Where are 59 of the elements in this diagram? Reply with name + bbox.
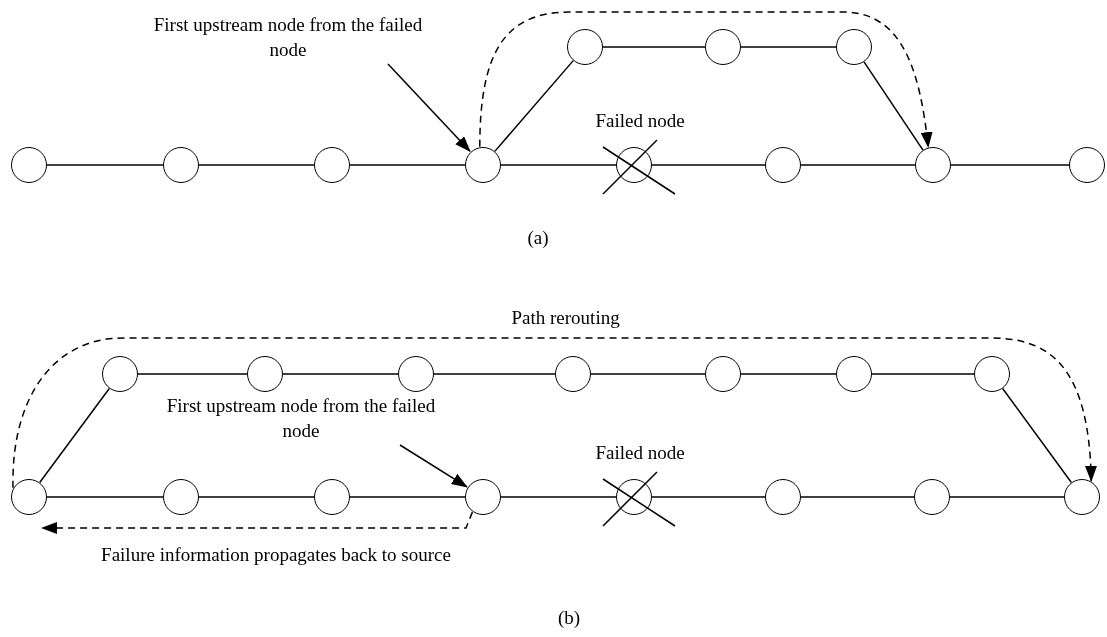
link-line bbox=[590, 373, 706, 375]
node-circle bbox=[465, 147, 501, 183]
link-line bbox=[651, 496, 766, 498]
node-circle bbox=[836, 356, 872, 392]
dashed-arrow bbox=[41, 511, 474, 534]
node-circle bbox=[163, 147, 199, 183]
node-circle bbox=[915, 147, 951, 183]
node-circle bbox=[914, 479, 950, 515]
link-line bbox=[282, 373, 399, 375]
node-circle bbox=[102, 356, 138, 392]
node-circle bbox=[836, 29, 872, 65]
node-circle bbox=[465, 479, 501, 515]
node-circle bbox=[11, 147, 47, 183]
link-line bbox=[602, 46, 706, 48]
link-line bbox=[46, 164, 164, 166]
link-line bbox=[349, 164, 466, 166]
link-line bbox=[949, 496, 1065, 498]
node-caption: Failed node bbox=[595, 110, 685, 132]
link-line bbox=[740, 373, 837, 375]
link-line bbox=[137, 373, 248, 375]
link-line bbox=[863, 61, 924, 151]
node-circle bbox=[314, 479, 350, 515]
dashed-arrow bbox=[12, 337, 1097, 489]
link-line bbox=[500, 496, 617, 498]
link-line bbox=[198, 164, 315, 166]
link-line bbox=[651, 164, 766, 166]
link-line bbox=[800, 496, 915, 498]
node-circle bbox=[974, 356, 1010, 392]
dashed-arrow bbox=[479, 11, 933, 149]
link-line bbox=[46, 496, 164, 498]
link-line bbox=[433, 373, 556, 375]
node-circle bbox=[314, 147, 350, 183]
link-line bbox=[500, 164, 617, 166]
node-circle bbox=[1064, 479, 1100, 515]
link-line bbox=[494, 59, 574, 153]
link-line bbox=[871, 373, 975, 375]
node-circle bbox=[765, 479, 801, 515]
node-circle bbox=[765, 147, 801, 183]
link-line bbox=[950, 164, 1070, 166]
node-circle bbox=[163, 479, 199, 515]
node-circle bbox=[398, 356, 434, 392]
node-circle bbox=[247, 356, 283, 392]
node-circle bbox=[1069, 147, 1105, 183]
node-circle bbox=[567, 29, 603, 65]
link-line bbox=[198, 496, 315, 498]
node-caption: Failed node bbox=[595, 442, 685, 464]
link-line bbox=[349, 496, 466, 498]
leader-arrow bbox=[387, 63, 471, 152]
link-line bbox=[1001, 387, 1073, 484]
node-circle bbox=[705, 356, 741, 392]
node-circle bbox=[705, 29, 741, 65]
leader-arrow bbox=[399, 444, 468, 488]
annotation-text: First upstream node from the failed node bbox=[148, 12, 428, 62]
link-line bbox=[800, 164, 916, 166]
node-circle bbox=[11, 479, 47, 515]
node-circle bbox=[555, 356, 591, 392]
annotation-text: First upstream node from the failed node bbox=[160, 393, 442, 443]
link-line bbox=[740, 46, 837, 48]
link-line bbox=[38, 387, 111, 484]
